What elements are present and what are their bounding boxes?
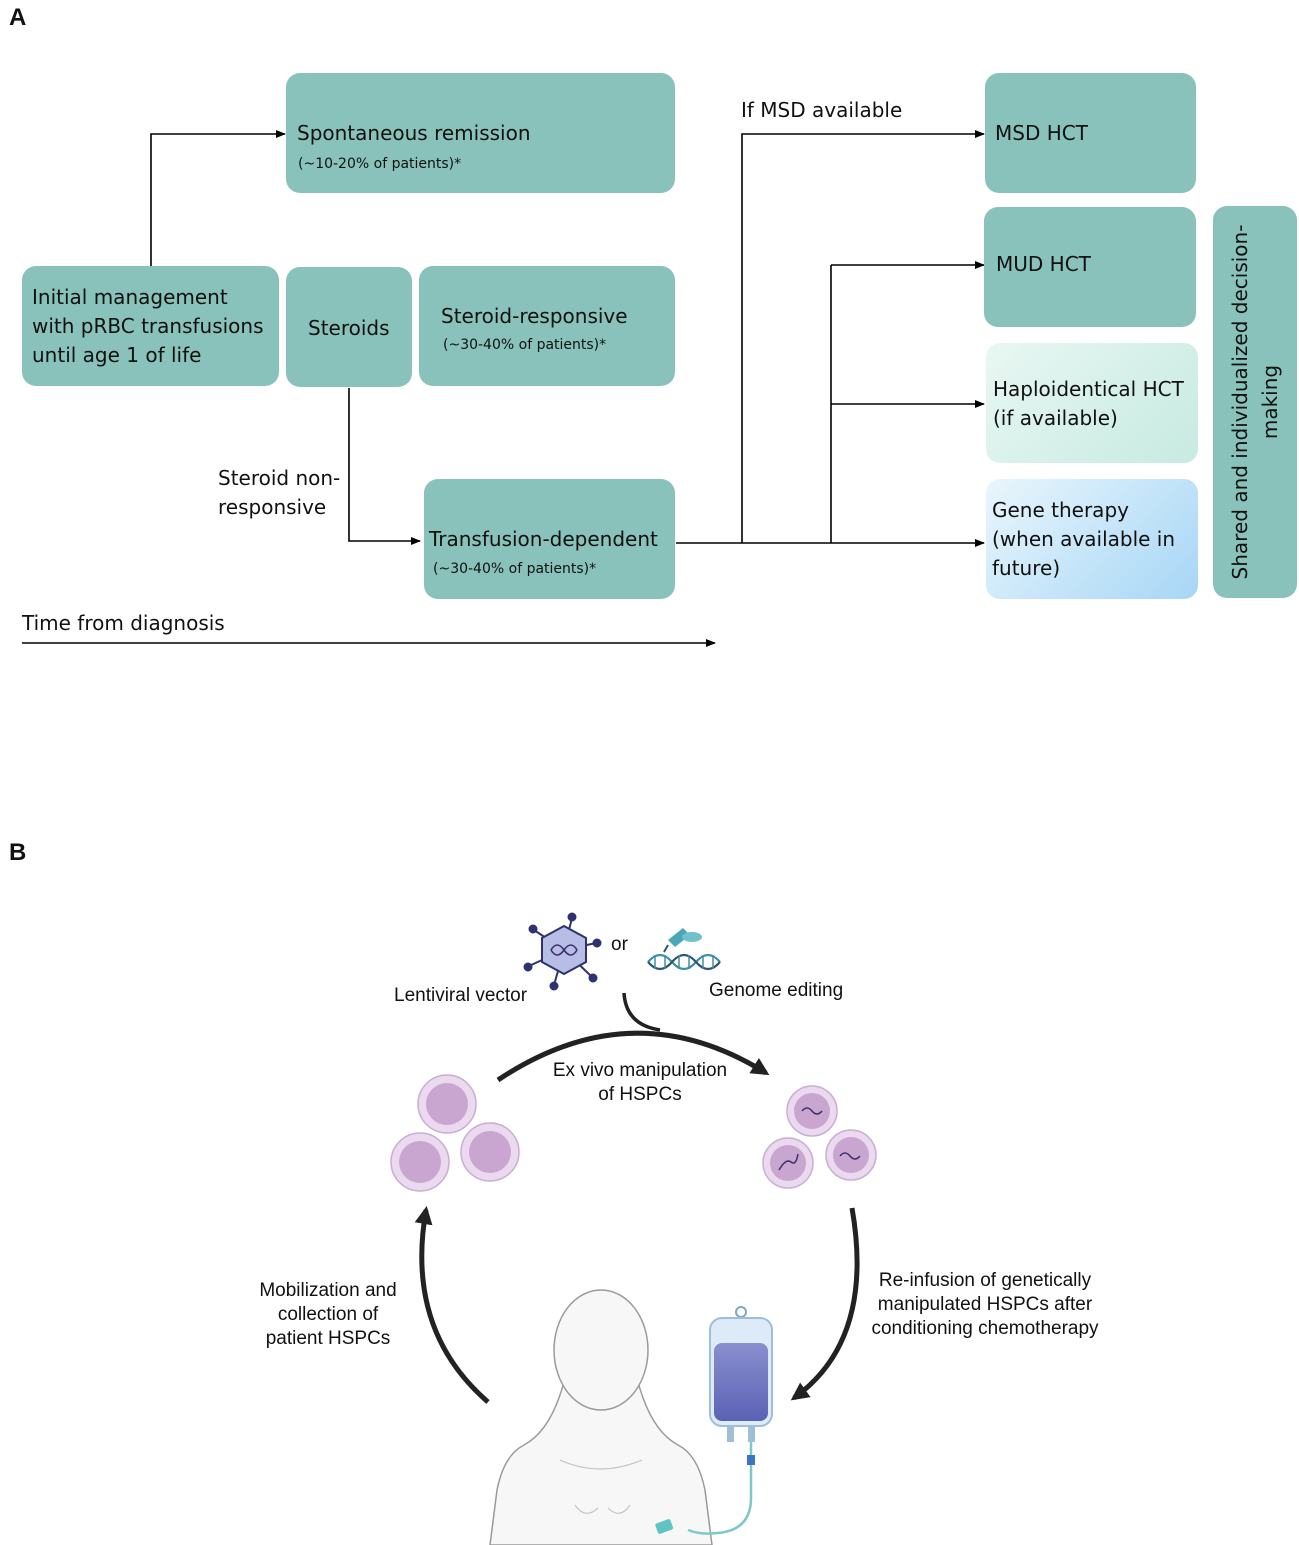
initial-management-line-3: until age 1 of life (32, 343, 202, 367)
msd-hct-label: MSD HCT (995, 121, 1088, 145)
steroid-non-responsive-label: Steroid non- responsive (218, 464, 340, 522)
patient-figure (489, 1289, 713, 1545)
time-axis-label: Time from diagnosis (22, 611, 225, 635)
panel-b-letter: B (9, 839, 27, 866)
modified-cells (762, 1085, 877, 1189)
ex-vivo-line-2: of HSPCs (598, 1084, 682, 1105)
if-msd-available-label: If MSD available (741, 98, 903, 122)
mobilization-arrow (414, 1206, 490, 1404)
initial-management-line-1: Initial management (32, 285, 228, 309)
mobilization-line-3: patient HSPCs (265, 1328, 391, 1349)
spontaneous-remission-title: Spontaneous remission (297, 121, 531, 145)
shared-decision-line-1: Shared and individualized decision- (1228, 224, 1252, 580)
reinfusion-line-2: manipulated HSPCs after (877, 1294, 1093, 1315)
reinfusion-arrow (790, 1207, 860, 1401)
mobilization-line-1: Mobilization and (259, 1280, 397, 1301)
ex-vivo-arrow (496, 1030, 770, 1083)
steroids-box: Steroids (286, 267, 412, 387)
mobilization-label: Mobilization and collection of patient H… (259, 1279, 396, 1351)
steroid-responsive-percent: (~30-40% of patients)* (443, 337, 607, 353)
steroid-non-responsive-line-1: Steroid non- (218, 466, 341, 490)
steroid-non-responsive-line-2: responsive (218, 495, 327, 519)
haploidentical-hct-line-1: Haploidentical HCT (993, 377, 1184, 401)
initial-management-line-2: with pRBC transfusions (32, 314, 264, 338)
iv-bag-icon (655, 1306, 773, 1535)
ex-vivo-line-1: Ex vivo manipulation (552, 1060, 728, 1081)
reinfusion-line-1: Re-infusion of genetically (878, 1270, 1092, 1291)
genome-editing-label: Genome editing (709, 980, 844, 1001)
spontaneous-remission-box: Spontaneous remission (~10-20% of patien… (286, 73, 675, 193)
haploidentical-hct-box: Haploidentical HCT (if available) (986, 343, 1198, 463)
msd-hct-box: MSD HCT (985, 73, 1196, 193)
gene-therapy-line-1: Gene therapy (992, 498, 1129, 522)
panel-a-letter: A (9, 4, 27, 31)
steroid-responsive-title: Steroid-responsive (441, 304, 628, 328)
gene-therapy-line-2: (when available in (992, 527, 1176, 551)
flow-connectors (22, 130, 985, 647)
shared-decision-box: Shared and individualized decision- maki… (1213, 206, 1297, 598)
transfusion-dependent-percent: (~30-40% of patients)* (433, 561, 597, 577)
cycle-arrows (414, 992, 860, 1404)
haploidentical-hct-line-2: (if available) (993, 406, 1118, 430)
reinfusion-label: Re-infusion of genetically manipulated H… (871, 1269, 1098, 1341)
spontaneous-remission-percent: (~10-20% of patients)* (298, 156, 462, 172)
mud-hct-label: MUD HCT (996, 252, 1091, 276)
arrow-to-spontaneous-remission (150, 130, 286, 266)
initial-management-box: Initial management with pRBC transfusion… (22, 266, 279, 386)
arrow-steroid-non-responsive (348, 388, 421, 545)
steroids-label: Steroids (308, 316, 390, 340)
arrow-to-msd-hct (741, 130, 985, 543)
shared-decision-line-2: making (1258, 364, 1282, 440)
gene-therapy-line-3: future) (992, 556, 1061, 580)
steroid-responsive-box: Steroid-responsive (~30-40% of patients)… (419, 266, 675, 386)
gene-therapy-box: Gene therapy (when available in future) (986, 479, 1198, 599)
lentiviral-vector-label: Lentiviral vector (394, 985, 528, 1006)
reinfusion-line-3: conditioning chemotherapy (871, 1318, 1099, 1339)
lentiviral-vector-icon (523, 912, 602, 991)
transfusion-dependent-title: Transfusion-dependent (429, 527, 658, 551)
genome-editing-icon (647, 928, 721, 971)
mobilization-line-2: collection of (277, 1304, 379, 1325)
input-arrow (622, 992, 661, 1032)
unmodified-cells (390, 1074, 520, 1192)
transfusion-dependent-box: Transfusion-dependent (~30-40% of patien… (424, 479, 675, 599)
mud-hct-box: MUD HCT (984, 207, 1196, 327)
ex-vivo-label: Ex vivo manipulation of HSPCs (553, 1059, 727, 1107)
or-label: or (611, 934, 628, 955)
